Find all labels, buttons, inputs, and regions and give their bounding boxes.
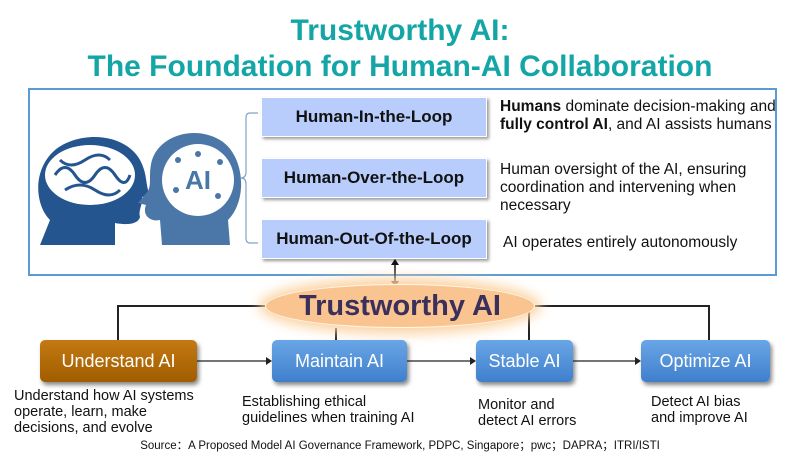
human-out-of-the-loop-box: Human-Out-Of-the-Loop (261, 219, 487, 259)
flow-arrows (197, 357, 641, 365)
human-in-the-loop-desc: Humans dominate decision-making and full… (500, 98, 780, 134)
optimize-ai-desc: Detect AI bias and improve AI (651, 394, 748, 426)
human-over-the-loop-box: Human-Over-the-Loop (261, 158, 487, 198)
human-brain-head-icon: AI (38, 132, 242, 245)
understand-ai-desc: Understand how AI systems operate, learn… (14, 388, 194, 436)
trustworthy-ai-ellipse: Trustworthy AI (265, 284, 535, 328)
connector (528, 305, 530, 341)
collaboration-frame (28, 88, 777, 276)
stable-ai-box: Stable AI (476, 340, 573, 382)
source-citation: Source：A Proposed Model AI Governance Fr… (140, 440, 660, 452)
human-in-the-loop-box: Human-In-the-Loop (261, 97, 487, 137)
optimize-ai-box: Optimize AI (641, 340, 770, 382)
connector (708, 305, 710, 341)
double-arrow (391, 259, 399, 287)
desc-bold: fully control AI (500, 116, 608, 133)
understand-ai-box: Understand AI (40, 340, 197, 382)
bracket (240, 112, 258, 244)
title-line-1: Trustworthy AI: (290, 14, 510, 47)
maintain-ai-box: Maintain AI (272, 340, 407, 382)
connector (117, 305, 267, 307)
connector (530, 305, 708, 307)
human-out-of-the-loop-desc: AI operates entirely autonomously (503, 234, 738, 251)
maintain-ai-desc: Establishing ethical guidelines when tra… (242, 394, 415, 426)
human-over-the-loop-desc: Human oversight of the AI, ensuring coor… (500, 161, 747, 214)
desc-text: , and AI assists humans (607, 116, 772, 133)
desc-bold: Humans (500, 98, 562, 115)
ai-head-label: AI (185, 165, 211, 195)
connector (335, 328, 337, 341)
stable-ai-desc: Monitor and detect AI errors (478, 397, 577, 429)
desc-text: dominate decision-making and (561, 98, 776, 115)
connector (117, 305, 119, 341)
title-line-2: The Foundation for Human-AI Collaboratio… (87, 50, 713, 83)
